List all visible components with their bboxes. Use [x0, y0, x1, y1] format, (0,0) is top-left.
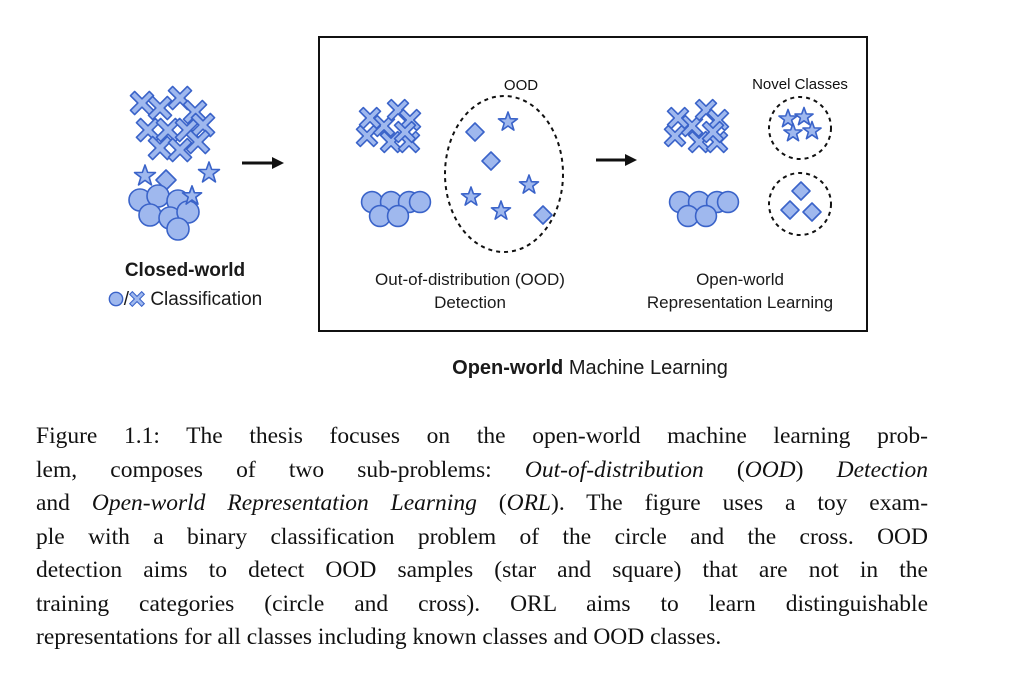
- orl-label-line1: Open-world: [696, 270, 784, 289]
- diamond-icon: [465, 122, 485, 142]
- diamond-icon: [481, 151, 501, 171]
- classification-label: Classification: [150, 289, 263, 310]
- caption-text: (: [498, 490, 507, 516]
- caption-text: ): [795, 456, 804, 483]
- caption-line-4: ple with a binary classification problem…: [36, 523, 928, 550]
- caption-italic: Out-of-distribution: [524, 456, 704, 483]
- star-icon: [794, 106, 814, 126]
- ood-label-line1: Out-of-distribution (OOD): [375, 270, 565, 289]
- caption-text: lem, composes of two sub-problems:: [36, 456, 492, 483]
- diamond-icon: [533, 205, 553, 225]
- star-icon: [497, 111, 519, 131]
- caption-line-5: detection aims to detect OOD samples (st…: [36, 557, 928, 583]
- caption-line-3: and Open-world Representation Learning (…: [36, 487, 928, 521]
- bottom-title-bold: Open-world: [452, 357, 564, 379]
- cross-icon: [663, 124, 687, 148]
- caption-line-2: lem, composes of two sub-problems: Out-o…: [36, 454, 928, 488]
- caption-line-7: representations for all classes includin…: [36, 624, 722, 650]
- diamond-icon: [780, 200, 800, 220]
- closed-world-title: Closed-world: [124, 260, 246, 281]
- caption-italic: Detection: [836, 456, 928, 483]
- caption-italic: ORL: [506, 490, 551, 516]
- circle-icon: [716, 190, 740, 214]
- star-icon: [197, 161, 221, 183]
- right-arrow-icon: [596, 154, 637, 166]
- closed-world-subtitle: / Classification: [80, 288, 290, 311]
- circle-icon: [108, 291, 124, 307]
- diamond-icon: [802, 202, 822, 222]
- star-icon: [783, 122, 803, 142]
- star-icon: [802, 120, 822, 140]
- caption-line-6: training categories (circle and cross). …: [36, 590, 928, 617]
- orl-label-line2: Representation Learning: [646, 293, 834, 312]
- diamond-icon: [791, 181, 811, 201]
- caption-text: ). The figure uses a toy exam-: [551, 490, 929, 516]
- star-icon: [778, 108, 798, 128]
- caption-line-1: Figure 1.1: The thesis focuses on the op…: [36, 423, 928, 449]
- subtitle-separator: /: [123, 289, 130, 310]
- figure-caption: Figure 1.1: The thesis focuses on the op…: [36, 420, 928, 655]
- caption-italic: Open-world Representation Learning: [91, 490, 477, 516]
- dashed-circle-novel-diamonds: [768, 172, 832, 236]
- star-icon: [518, 174, 540, 194]
- dashed-circle-novel-stars: [768, 96, 832, 160]
- star-icon: [133, 164, 157, 186]
- circle-icon: [408, 190, 432, 214]
- circle-icon: [386, 204, 410, 228]
- dashed-ellipse-ood: [444, 95, 564, 253]
- star-icon: [460, 186, 482, 206]
- figure-bottom-title: Open-world Machine Learning: [380, 357, 800, 380]
- caption-italic: OOD: [744, 456, 796, 483]
- right-arrow-icon: [242, 157, 284, 169]
- cross-icon: [128, 290, 146, 308]
- circle-icon: [138, 203, 162, 227]
- bottom-title-rest: Machine Learning: [568, 357, 728, 379]
- caption-text: (: [736, 456, 745, 483]
- cross-icon: [355, 124, 379, 148]
- star-icon: [490, 200, 512, 220]
- ood-tag: OOD: [504, 77, 538, 94]
- ood-label-line2: Detection: [434, 293, 506, 312]
- caption-text: and: [36, 490, 70, 516]
- panel-frame: [318, 36, 868, 332]
- circle-icon: [166, 217, 190, 241]
- circle-icon: [694, 204, 718, 228]
- novel-classes-tag: Novel Classes: [752, 76, 848, 93]
